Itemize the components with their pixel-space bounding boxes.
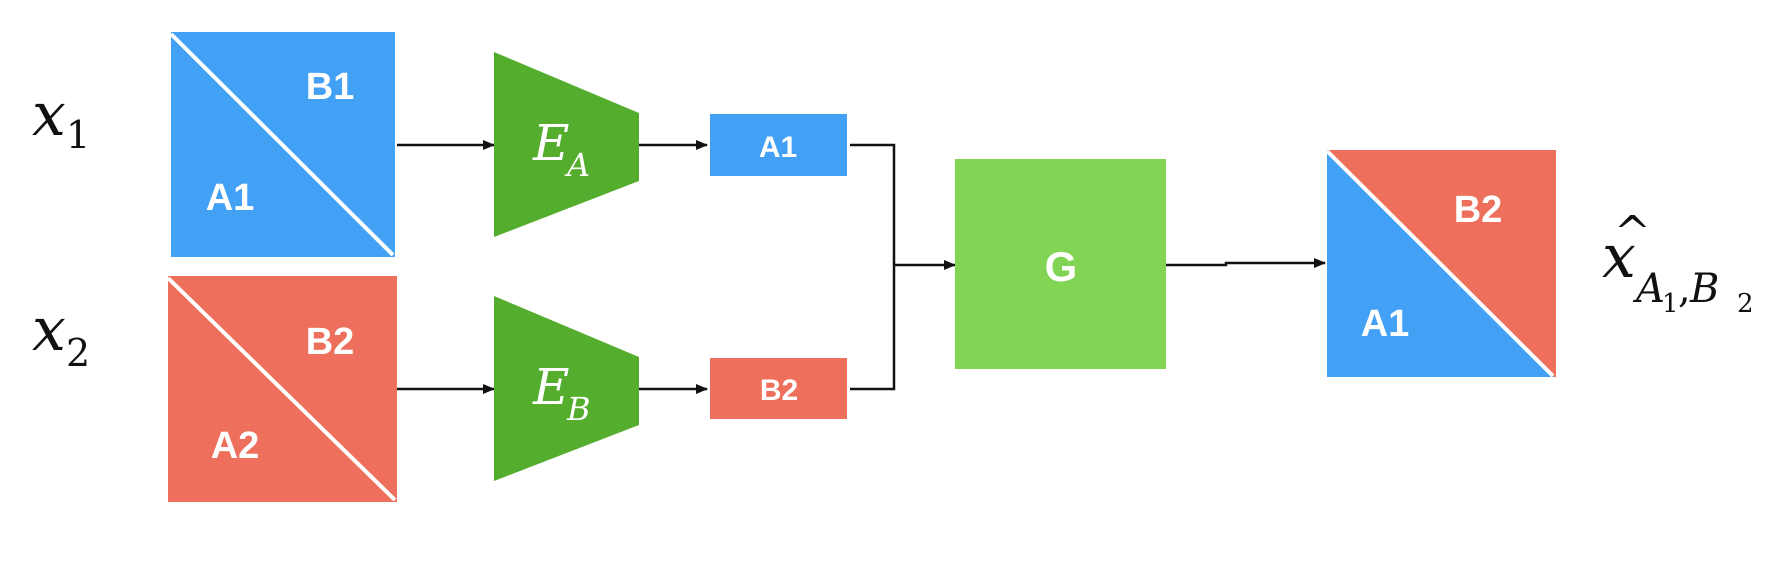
svg-text:x: x — [32, 295, 66, 365]
svg-text:E: E — [532, 358, 570, 416]
encoder-a: E A — [494, 52, 639, 237]
svg-text:x: x — [1602, 222, 1636, 292]
svg-text:B: B — [1689, 266, 1719, 312]
svg-text:2: 2 — [1737, 289, 1754, 319]
output-image: B2 A1 — [1325, 149, 1556, 378]
output-lower-label: A1 — [1361, 303, 1410, 345]
input-1-lower-label: A1 — [206, 177, 255, 219]
code-b-box: B2 — [710, 358, 847, 419]
connector-codeA — [850, 143, 896, 265]
arrow-generator-to-output — [1166, 258, 1326, 268]
input-2-lower-label: A2 — [211, 425, 260, 467]
svg-text:A1: A1 — [759, 131, 797, 164]
output-label: ^ x A 1 , B 2 — [1602, 207, 1754, 319]
svg-text:B2: B2 — [760, 374, 798, 407]
input-2-image: B2 A2 — [166, 276, 397, 502]
code-a-box: A1 — [710, 114, 847, 176]
svg-text:G: G — [1045, 243, 1078, 290]
connector-codeB — [850, 265, 896, 391]
svg-text:E: E — [532, 114, 570, 172]
svg-text:2: 2 — [66, 331, 90, 375]
svg-text:B: B — [566, 390, 591, 428]
output-upper-label: B2 — [1454, 189, 1503, 231]
svg-text:A: A — [564, 146, 590, 184]
encoder-b: E B — [494, 296, 639, 481]
input-2-upper-label: B2 — [306, 321, 355, 363]
input-2-label: x 2 — [32, 295, 90, 375]
svg-text:,: , — [1678, 266, 1691, 312]
input-1-upper-label: B1 — [306, 66, 355, 108]
svg-text:x: x — [32, 80, 66, 150]
svg-text:1: 1 — [1662, 289, 1679, 319]
input-1-label: x 1 — [32, 80, 90, 157]
svg-text:1: 1 — [66, 113, 90, 157]
generator-box: G — [955, 159, 1166, 369]
input-1-image: B1 A1 — [169, 32, 395, 257]
svg-text:^: ^ — [1614, 207, 1651, 258]
svg-text:A: A — [1632, 266, 1665, 312]
